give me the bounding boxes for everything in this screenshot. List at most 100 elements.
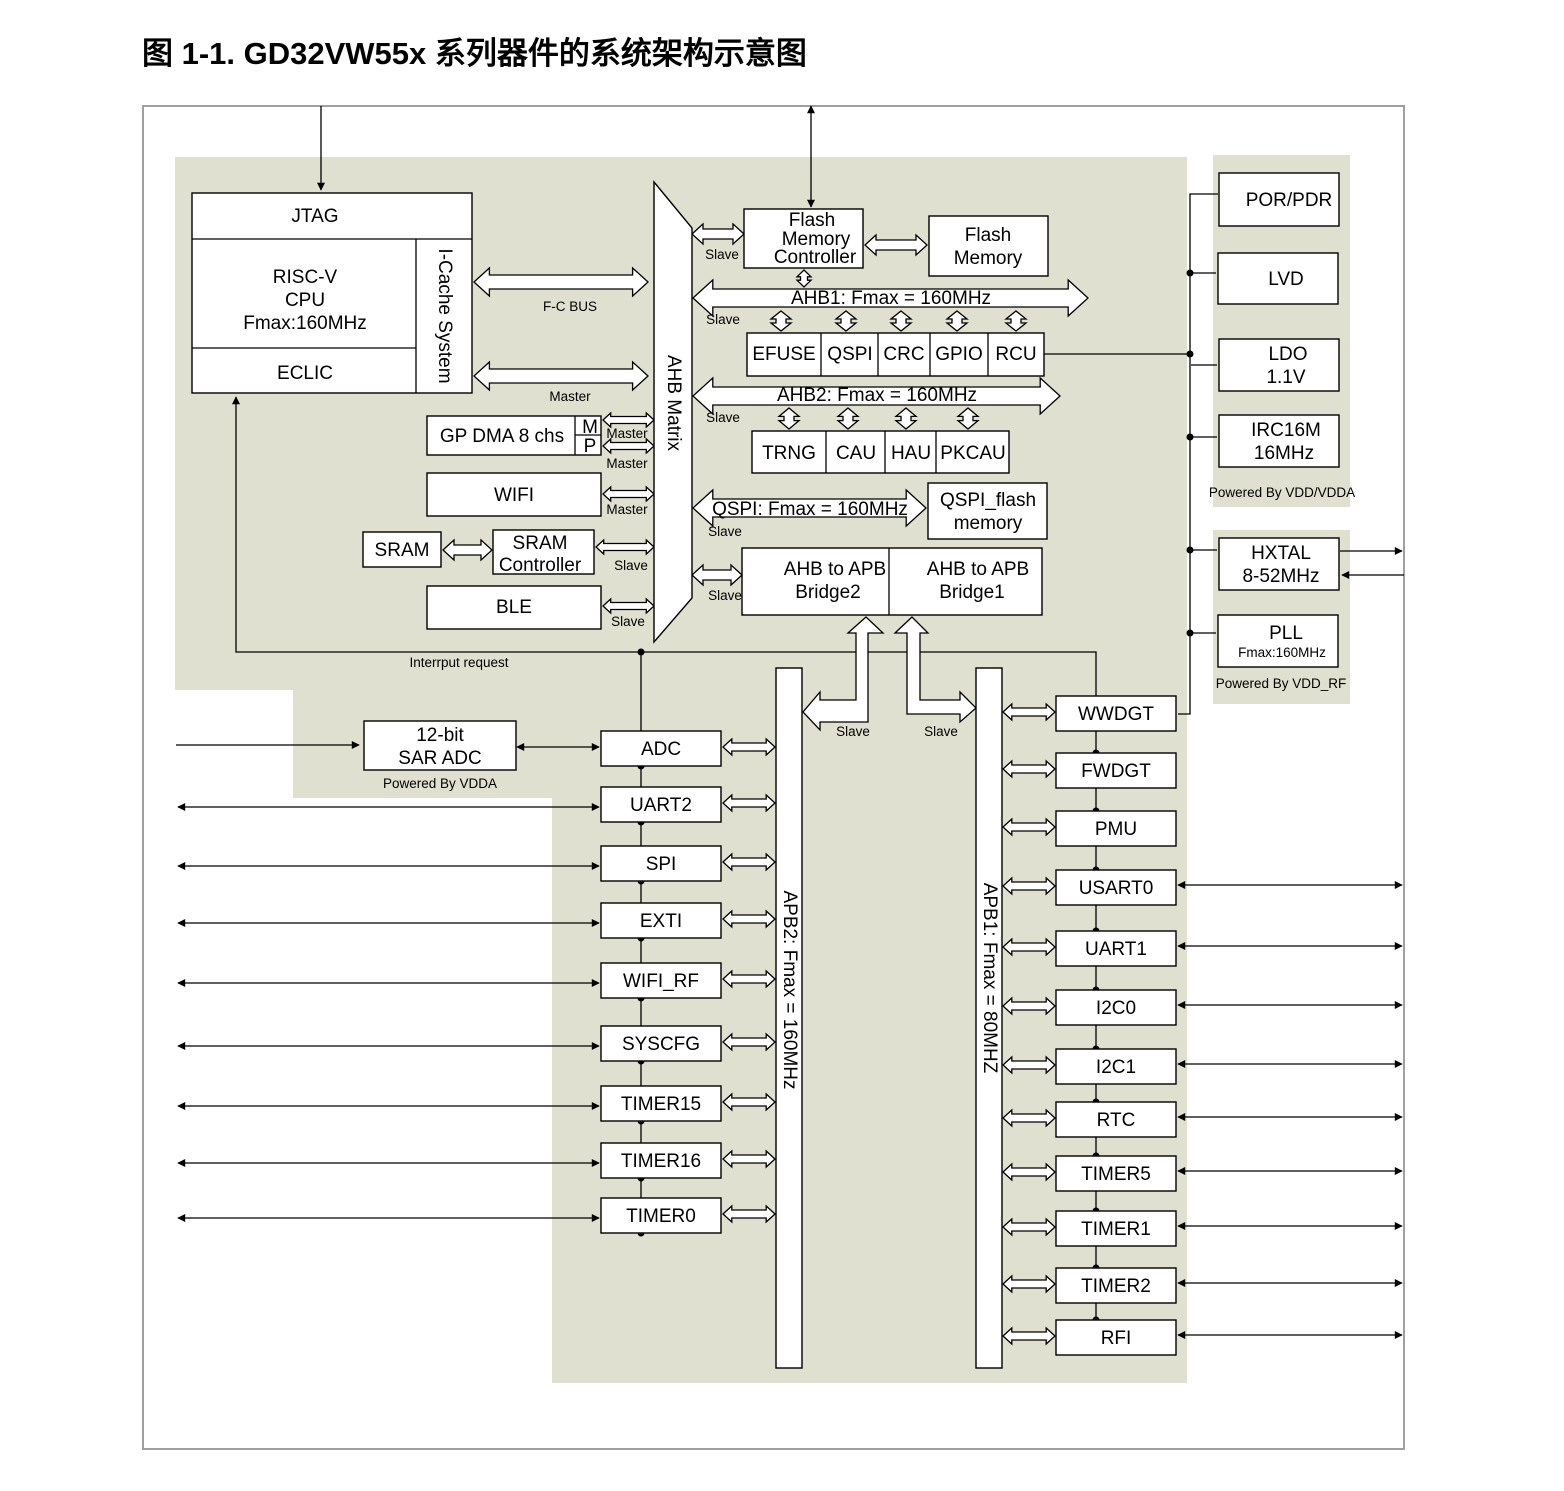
apb2-box-syscfg	[600, 1025, 722, 1062]
sram-ctrl-line2: Controller	[499, 555, 582, 576]
apb1-label-rfi: RFI	[1101, 1328, 1132, 1349]
ahb2-periph-pkcau: PKCAU	[940, 443, 1005, 464]
fmc-flash-arrow	[864, 233, 928, 257]
qspi-flash-line2: memory	[954, 513, 1023, 534]
apb1-periph-arrow	[1002, 702, 1056, 722]
apb1-box-timer2	[1055, 1267, 1177, 1304]
slave-label-ahb1: Slave	[706, 312, 740, 327]
apb2-box-timer16	[600, 1142, 722, 1179]
apb2-box-wifi-rf	[600, 962, 722, 999]
master-label-wifi: Master	[606, 502, 648, 517]
apb1-periph-arrow	[1002, 1108, 1056, 1128]
apb1-label-pmu: PMU	[1095, 819, 1137, 840]
power-clock-group: POR/PDR LVD LDO 1.1V IRC16M 16MHz Powere…	[1209, 172, 1355, 691]
ahb-matrix-label: AHB Matrix	[663, 355, 684, 452]
apb1-periph-arrow	[1002, 937, 1056, 957]
apb1-periph-arrow	[1002, 1274, 1056, 1294]
ahb2-periph-trng: TRNG	[762, 443, 816, 464]
ahb2-periph-arrow	[777, 407, 801, 430]
fc-bus-arrow	[473, 266, 649, 298]
hxtal-line2: 8-52MHz	[1242, 566, 1319, 587]
apb2-periph-arrow	[722, 969, 776, 989]
qspi-bus-arrow	[692, 488, 927, 528]
eclic-label: ECLIC	[277, 363, 333, 384]
ahb2-periph-arrow	[836, 407, 860, 430]
ahb1-periph-efuse: EFUSE	[752, 344, 815, 365]
cpu-core-line1: RISC-V	[273, 267, 338, 288]
por-label: POR/PDR	[1246, 190, 1333, 211]
apb1-periph-arrow	[1002, 1217, 1056, 1237]
apb2-label-exti: EXTI	[640, 911, 682, 932]
qspi-flash-line1: QSPI_flash	[940, 490, 1036, 511]
cpu-core-line2: CPU	[285, 290, 325, 311]
sar-adc-line1: 12-bit	[416, 725, 464, 746]
apb2-periph-arrow	[722, 1204, 776, 1224]
apb1-label-timer2: TIMER2	[1081, 1276, 1151, 1297]
ahb2-periph-hau: HAU	[891, 443, 931, 464]
ahb1-periph-arrow	[945, 310, 969, 332]
apb1-periph-arrow	[1002, 996, 1056, 1016]
fmc-line3: Controller	[774, 247, 857, 268]
cpu-core-line3: Fmax:160MHz	[243, 313, 367, 334]
sram-ctrl-arrow	[442, 538, 493, 562]
apb1-periph-arrow	[1002, 817, 1056, 837]
apb2-periph-arrow	[722, 909, 776, 929]
apb2-box-uart2	[600, 786, 722, 823]
apb1-box-rtc	[1055, 1101, 1177, 1138]
ldo-line2: 1.1V	[1266, 367, 1305, 388]
apb1-box-rfi	[1055, 1319, 1177, 1356]
bridge2-line1: AHB to APB	[784, 559, 886, 580]
apb2-periph-arrow	[722, 1149, 776, 1169]
junction-dot	[1186, 629, 1194, 637]
dma-m-label: M	[582, 417, 598, 438]
apb1-label-i2c0: I2C0	[1096, 998, 1136, 1019]
apb2-box-exti	[600, 902, 722, 939]
powered-rf-label: Powered By VDD_RF	[1216, 676, 1347, 691]
apb1-peripherals: WWDGTFWDGTPMUUSART0UART1I2C0I2C1RTCTIMER…	[1055, 695, 1177, 1356]
apb2-periph-arrow	[722, 1032, 776, 1052]
apb2-label-uart2: UART2	[630, 795, 692, 816]
apb1-label: APB1: Fmax = 80MHZ	[979, 883, 1000, 1074]
ahb2-periph-cau: CAU	[836, 443, 876, 464]
ahb-matrix: AHB Matrix	[653, 180, 693, 644]
apb2-label-timer0: TIMER0	[626, 1206, 696, 1227]
hxtal-line1: HXTAL	[1251, 543, 1311, 564]
slave-label-qspi: Slave	[708, 524, 742, 539]
apb1-periph-arrow	[1002, 1055, 1056, 1075]
apb1-periph-arrow	[1002, 759, 1056, 779]
apb1-periph-arrow	[1002, 876, 1056, 896]
bus-labels: F-C BUS AHB1: Fmax = 160MHz AHB2: Fmax =…	[409, 247, 991, 739]
slave-label-apb1: Slave	[924, 724, 958, 739]
slave-label-ahb2: Slave	[706, 410, 740, 425]
ble-label: BLE	[496, 597, 532, 618]
qspi-bus-label: QSPI: Fmax = 160MHz	[712, 499, 908, 520]
apb2-periph-arrow	[722, 1092, 776, 1112]
slave-label-apb2: Slave	[836, 724, 870, 739]
ahb1-periph-crc: CRC	[883, 344, 924, 365]
apb2-label-syscfg: SYSCFG	[622, 1034, 700, 1055]
ahb1-peripherals: EFUSE QSPI CRC GPIO RCU	[746, 332, 1045, 377]
apb1-box-fwdgt	[1055, 752, 1177, 789]
ahb1-periph-gpio: GPIO	[935, 344, 983, 365]
sar-adc-line2: SAR ADC	[398, 748, 481, 769]
bridge1-line1: AHB to APB	[927, 559, 1029, 580]
powered-vdda-label: Powered By VDDA	[383, 776, 497, 791]
apb1-box-usart0	[1055, 869, 1177, 906]
masters-group: GP DMA 8 chs M P WIFI SRAM SRAM Controll…	[362, 415, 602, 630]
bridge2-line2: Bridge2	[795, 582, 861, 603]
apb2-label: APB2: Fmax = 160MHz	[779, 890, 800, 1089]
ahb2-periph-arrow	[956, 407, 980, 430]
ahb1-periph-arrow	[834, 310, 858, 332]
apb1-box-wwdgt	[1055, 695, 1177, 732]
ahb1-bus-label: AHB1: Fmax = 160MHz	[791, 288, 991, 309]
cpu-block: JTAG RISC-V CPU Fmax:160MHz ECLIC I-Cach…	[191, 192, 473, 394]
apb1-label-i2c1: I2C1	[1096, 1057, 1136, 1078]
lvd-label: LVD	[1268, 269, 1304, 290]
apb1-label-rtc: RTC	[1097, 1110, 1136, 1131]
power-trunk-line	[1178, 193, 1218, 715]
apb2-box-spi	[600, 845, 722, 882]
ldo-line1: LDO	[1268, 344, 1307, 365]
apb1-label-usart0: USART0	[1079, 878, 1154, 899]
junction-dot	[1186, 350, 1194, 358]
